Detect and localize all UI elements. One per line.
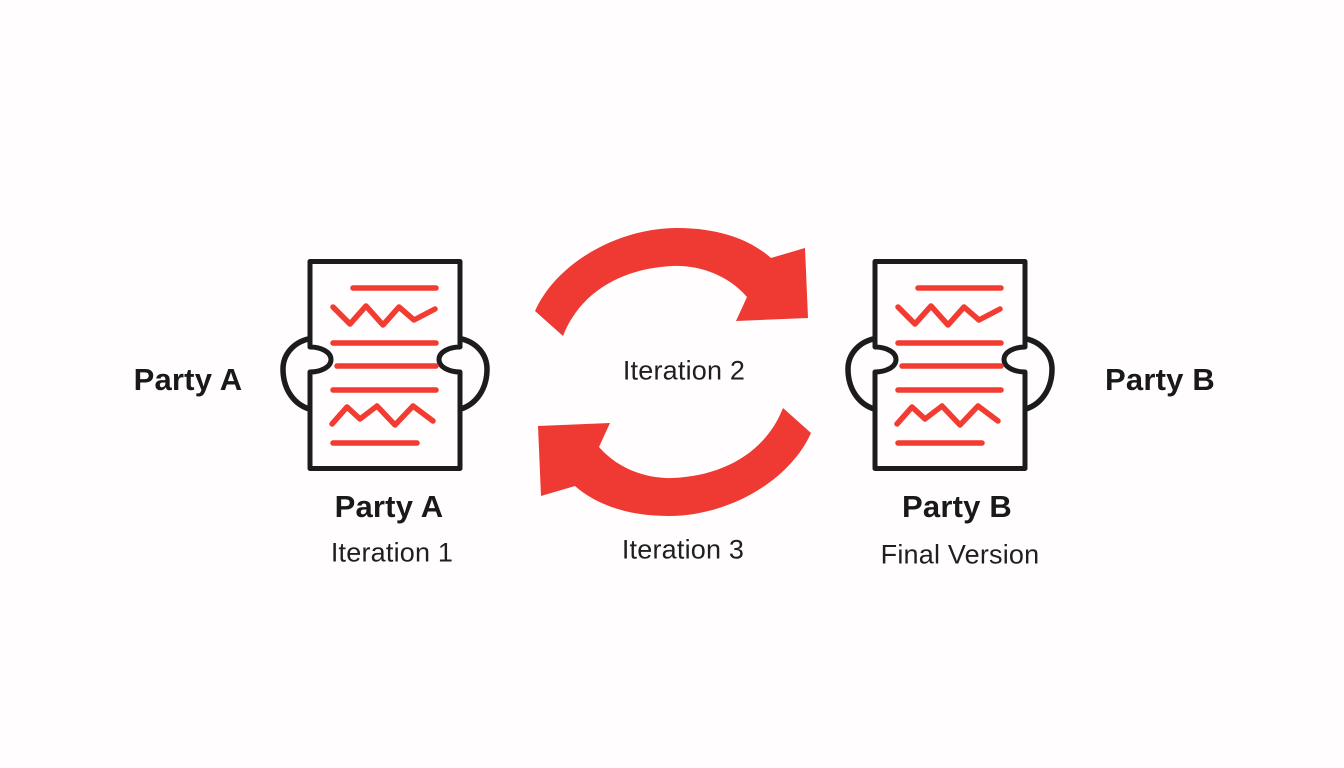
cycle-arrow-top (535, 228, 808, 336)
iteration-3-label: Iteration 3 (621, 534, 745, 565)
party-a-side-label: Party A (133, 362, 243, 397)
cycle-arrow-bottom (538, 408, 811, 516)
party-b-caption-subtitle: Final Version (880, 539, 1040, 570)
party-a-caption-title: Party A (334, 489, 444, 524)
party-a-caption-subtitle: Iteration 1 (330, 537, 454, 568)
party-b-caption-title: Party B (902, 489, 1012, 524)
party-b-side-label: Party B (1105, 362, 1215, 397)
document-b-held-by-hands-icon (845, 259, 1055, 471)
iteration-2-label: Iteration 2 (622, 355, 746, 386)
document-a-held-by-hands-icon (280, 259, 490, 471)
cycle-arrows-icon (527, 220, 827, 520)
